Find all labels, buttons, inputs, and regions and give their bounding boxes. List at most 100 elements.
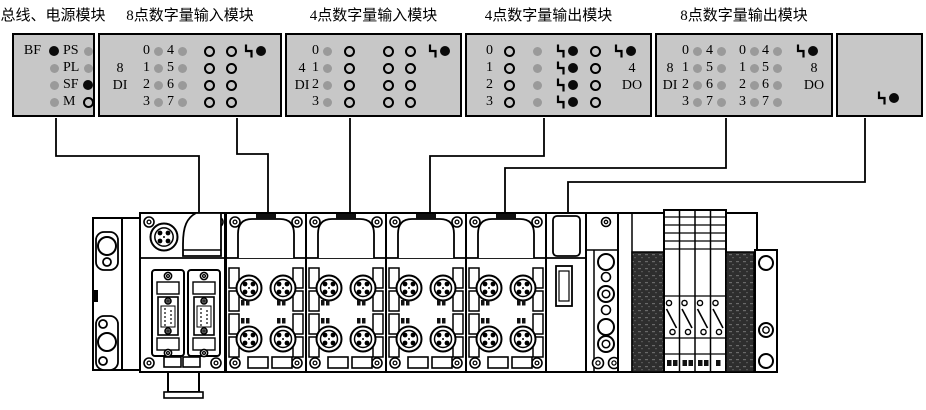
m12-pin	[328, 287, 330, 289]
m12-pin	[522, 287, 524, 289]
m12-pin	[444, 289, 450, 295]
test-point	[665, 299, 673, 307]
led-open	[225, 45, 237, 57]
led-open	[404, 79, 416, 91]
m12-pin	[516, 281, 522, 287]
m12-pin	[276, 340, 282, 346]
module-box-end	[836, 33, 923, 117]
led-open	[589, 79, 601, 91]
bottom-tag	[431, 356, 453, 369]
led-black	[568, 46, 578, 56]
m12-pin	[322, 340, 328, 346]
module-title-do4: 4点数字量输出模块	[484, 8, 613, 24]
bottom-tag	[182, 356, 201, 368]
m12-pin	[330, 281, 336, 287]
leader-line	[567, 118, 866, 213]
module-title-di4: 4点数字量输入模块	[309, 8, 438, 24]
led-gray	[153, 46, 163, 56]
channel-number: 3	[312, 94, 319, 109]
port-label-mark	[401, 300, 405, 306]
port-label-mark	[282, 318, 286, 324]
channel-number: 2	[682, 77, 689, 92]
bottom-tag	[351, 356, 373, 369]
led-window	[452, 313, 464, 335]
led-open	[404, 62, 416, 74]
led-gray	[692, 46, 702, 56]
m12-pin	[444, 340, 450, 346]
led-open	[382, 45, 394, 57]
led-open	[82, 96, 94, 108]
led-window	[468, 290, 480, 312]
led-gray	[177, 97, 187, 107]
bracket-hole	[98, 356, 108, 366]
screw-icon	[534, 219, 540, 225]
led-gray	[716, 63, 726, 73]
led-open	[404, 96, 416, 108]
led-gray	[177, 63, 187, 73]
port-label-mark	[362, 318, 366, 324]
m12-pin	[490, 332, 496, 338]
leader-line	[55, 118, 200, 213]
screw-icon	[472, 360, 478, 366]
led-window	[452, 267, 464, 289]
mounting-foot	[167, 371, 200, 393]
m12-pin	[436, 332, 442, 338]
led-black	[83, 80, 93, 90]
step-plug-icon	[555, 95, 565, 109]
channel-number: 6	[762, 77, 769, 92]
screw-icon	[165, 273, 171, 279]
step-plug-icon	[555, 78, 565, 92]
marker	[667, 360, 672, 366]
led-window	[228, 313, 240, 335]
marker	[682, 360, 687, 366]
m12-pin	[490, 289, 496, 295]
led-gray	[322, 80, 332, 90]
channel-number: 2	[739, 77, 746, 92]
port-label-mark	[277, 318, 281, 324]
screw-icon	[146, 219, 152, 225]
led-window	[532, 267, 544, 289]
led-open	[203, 45, 215, 57]
channel-number: 4	[706, 43, 713, 58]
m12-pin	[322, 289, 328, 295]
bottom-tag	[271, 356, 293, 369]
screw-icon	[374, 219, 380, 225]
module-title-dio8: 8点数字量输出模块	[680, 8, 808, 24]
screw-icon	[595, 360, 601, 366]
test-point	[696, 299, 704, 307]
channel-number: 4	[762, 43, 769, 58]
dsub-pin	[200, 308, 202, 310]
screw-icon	[202, 329, 206, 333]
screw-icon	[312, 219, 318, 225]
port-label-mark	[442, 318, 446, 324]
screw-icon	[166, 329, 170, 333]
m12-pin	[284, 332, 290, 338]
channel-number: 3	[682, 94, 689, 109]
m12-pin	[242, 340, 248, 346]
top-cutout	[182, 212, 222, 257]
step-plug-icon	[795, 44, 805, 58]
disconnect-lever	[665, 308, 678, 329]
m12-pin	[402, 289, 408, 295]
m12-pin	[276, 332, 282, 338]
channel-number: 7	[167, 94, 174, 109]
dsub-pin	[164, 316, 166, 318]
led-gray	[49, 63, 59, 73]
m12-pin	[408, 287, 410, 289]
dsub-pin	[170, 318, 172, 320]
led-open	[382, 96, 394, 108]
port-label-mark	[486, 300, 490, 306]
m12-pin	[402, 281, 408, 287]
channel-number: 7	[706, 94, 713, 109]
slot-inner	[558, 270, 570, 302]
step-plug-icon	[555, 61, 565, 75]
step-plug-icon	[243, 44, 253, 58]
channel-number: 2	[312, 77, 319, 92]
led-window	[452, 290, 464, 312]
status-label: SF	[63, 77, 79, 92]
bracket-hole	[97, 236, 117, 256]
led-gray	[49, 97, 59, 107]
terminal-hole	[597, 318, 615, 336]
m12-pin	[410, 289, 416, 295]
